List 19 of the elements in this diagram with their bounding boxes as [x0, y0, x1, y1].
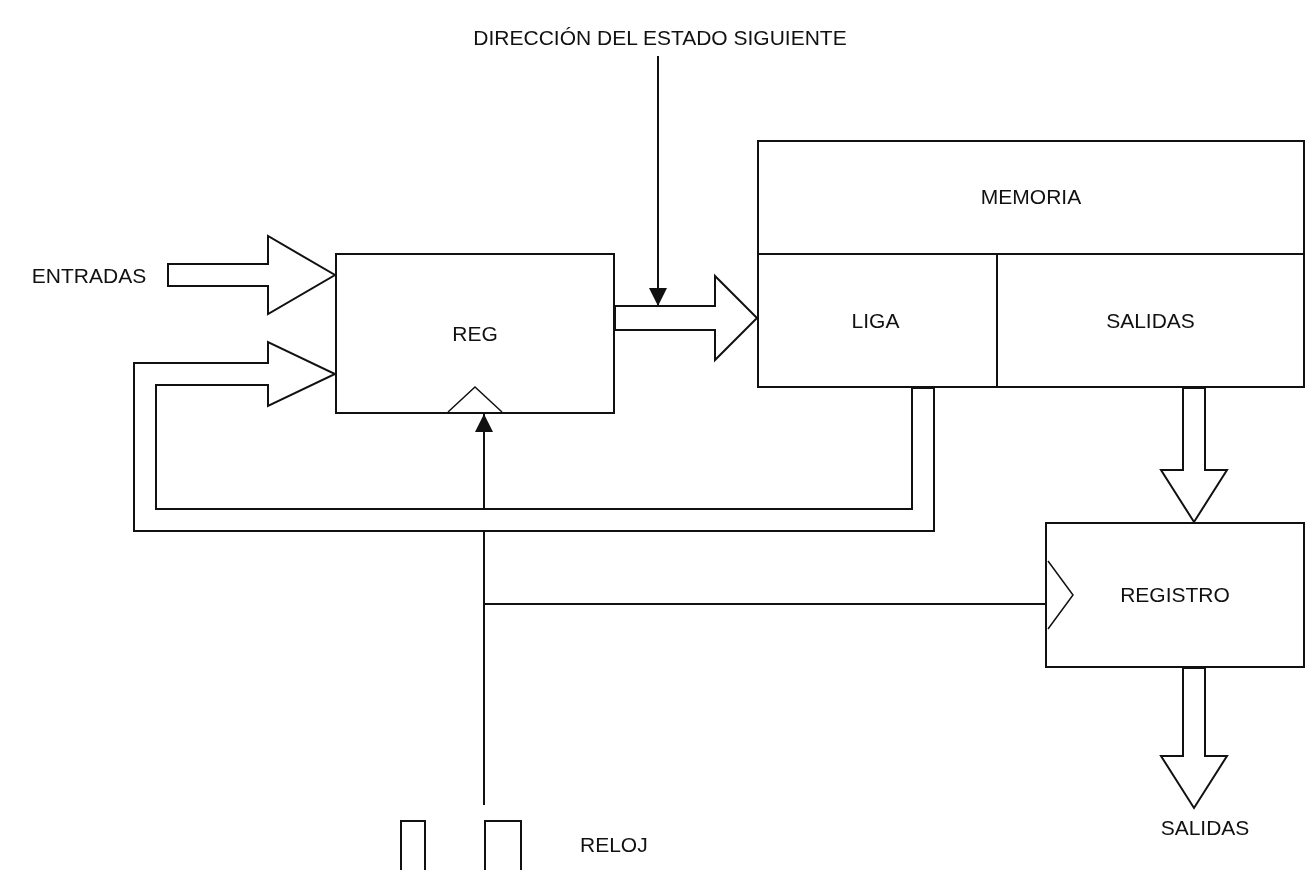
- signal-label: SALIDAS: [1140, 808, 1270, 848]
- block-label: LIGA: [850, 308, 901, 333]
- clock-label: RELOJ: [580, 833, 648, 857]
- bus-arrow: [1159, 387, 1229, 524]
- bus-arrow: [133, 340, 935, 532]
- register-box: [335, 253, 615, 414]
- block-label: REGISTRO: [1119, 583, 1231, 607]
- register-box: [1045, 522, 1305, 668]
- signal-line: [483, 603, 1046, 806]
- bus-arrow: [614, 273, 759, 363]
- block-label: SALIDAS: [1105, 308, 1196, 333]
- signal-arrow: [649, 55, 667, 307]
- memory-box: [757, 140, 1305, 388]
- block-label: REG: [451, 321, 499, 346]
- bus-arrow: [1159, 667, 1229, 810]
- block-label: MEMORIA: [979, 184, 1083, 209]
- bus-arrow: [167, 234, 337, 316]
- signal-label: ENTRADAS: [10, 258, 168, 294]
- signal-label: DIRECCIÓN DEL ESTADO SIGUIENTE: [420, 20, 900, 56]
